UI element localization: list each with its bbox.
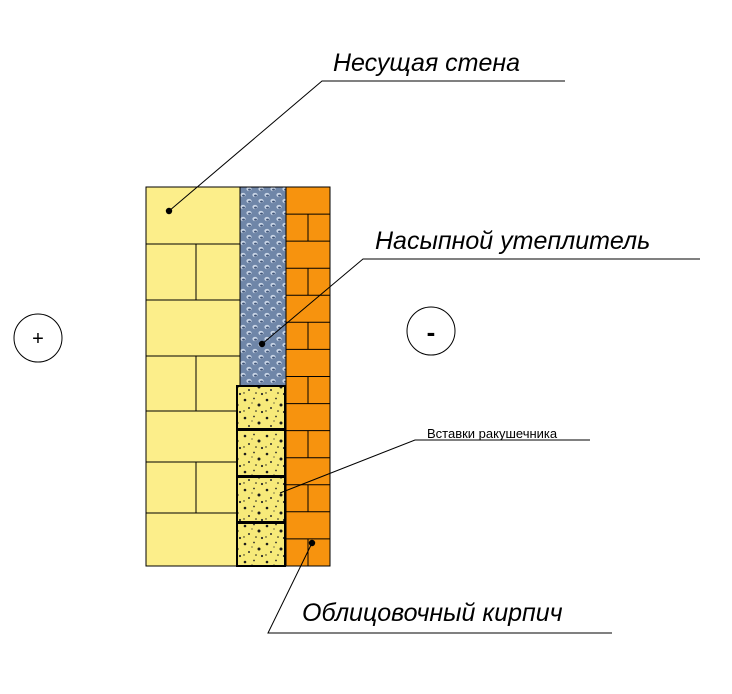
- facing-brick: [285, 186, 331, 567]
- leader-shell-rock-inserts: [279, 439, 590, 494]
- leader-loose-insulation: [261, 258, 700, 345]
- warm-side-marker: +: [13, 313, 63, 363]
- wall-block-area: [145, 186, 241, 567]
- leader-facing-brick: [267, 542, 612, 634]
- label-shell-rock-inserts: Вставки ракушечника: [427, 426, 558, 441]
- label-facing-brick: Облицовочный кирпич: [302, 599, 563, 627]
- loose-insulation: [239, 186, 287, 387]
- shell-rock-inserts: [236, 385, 286, 567]
- leader-markers: [165, 207, 316, 547]
- leader-load-bearing-wall: [168, 80, 565, 212]
- shell-rock-insert-2: [236, 429, 286, 477]
- warm-side-sign: +: [32, 328, 44, 350]
- shell-rock-insert-4: [236, 522, 286, 567]
- shell-rock-insert-3: [236, 476, 286, 523]
- cold-side-marker: -: [406, 306, 456, 356]
- load-bearing-wall: [145, 186, 241, 567]
- insulation-layer: [239, 186, 287, 387]
- label-load-bearing-wall: Несущая стена: [333, 49, 520, 77]
- cold-side-sign: -: [427, 317, 436, 347]
- shell-rock-insert-1: [236, 385, 286, 430]
- leader-lines: [168, 80, 700, 634]
- label-loose-insulation: Насыпной утеплитель: [375, 227, 650, 255]
